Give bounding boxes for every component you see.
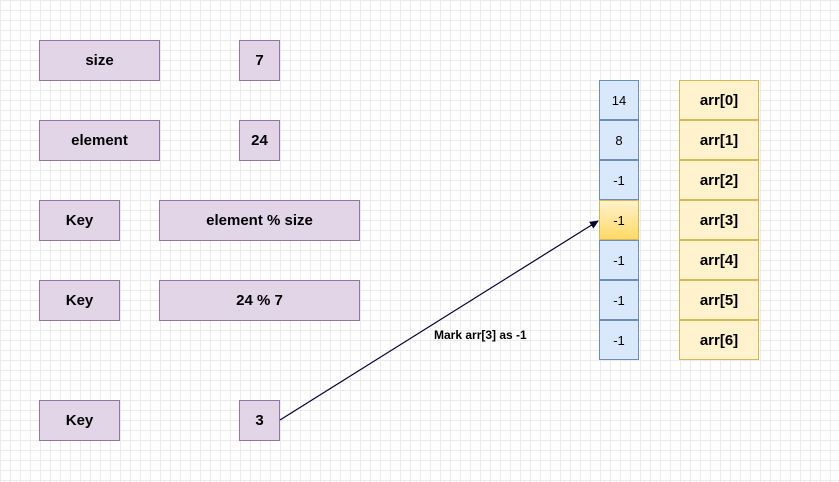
- key-result-box: 3: [239, 400, 280, 441]
- array-cell-4: -1: [599, 240, 639, 280]
- size-value-box: 7: [239, 40, 280, 81]
- array-cell-2: -1: [599, 160, 639, 200]
- array-index-6: arr[6]: [679, 320, 759, 360]
- key-computation-box: 24 % 7: [159, 280, 360, 321]
- element-value-box: 24: [239, 120, 280, 161]
- array-cell-5: -1: [599, 280, 639, 320]
- array-index-1: arr[1]: [679, 120, 759, 160]
- array-index-4: arr[4]: [679, 240, 759, 280]
- array-index-2: arr[2]: [679, 160, 759, 200]
- key-label-box: Key: [39, 280, 120, 321]
- array-cell-3-highlighted: -1: [599, 200, 639, 240]
- array-index-3: arr[3]: [679, 200, 759, 240]
- arrow-line: [279, 220, 599, 421]
- key-formula-box: element % size: [159, 200, 360, 241]
- array-cell-0: 14: [599, 80, 639, 120]
- size-label-box: size: [39, 40, 160, 81]
- array-index-5: arr[5]: [679, 280, 759, 320]
- element-label-box: element: [39, 120, 160, 161]
- array-index-0: arr[0]: [679, 80, 759, 120]
- key-label-box: Key: [39, 200, 120, 241]
- arrow-label: Mark arr[3] as -1: [434, 328, 527, 342]
- key-label-box: Key: [39, 400, 120, 441]
- array-cell-1: 8: [599, 120, 639, 160]
- array-cell-6: -1: [599, 320, 639, 360]
